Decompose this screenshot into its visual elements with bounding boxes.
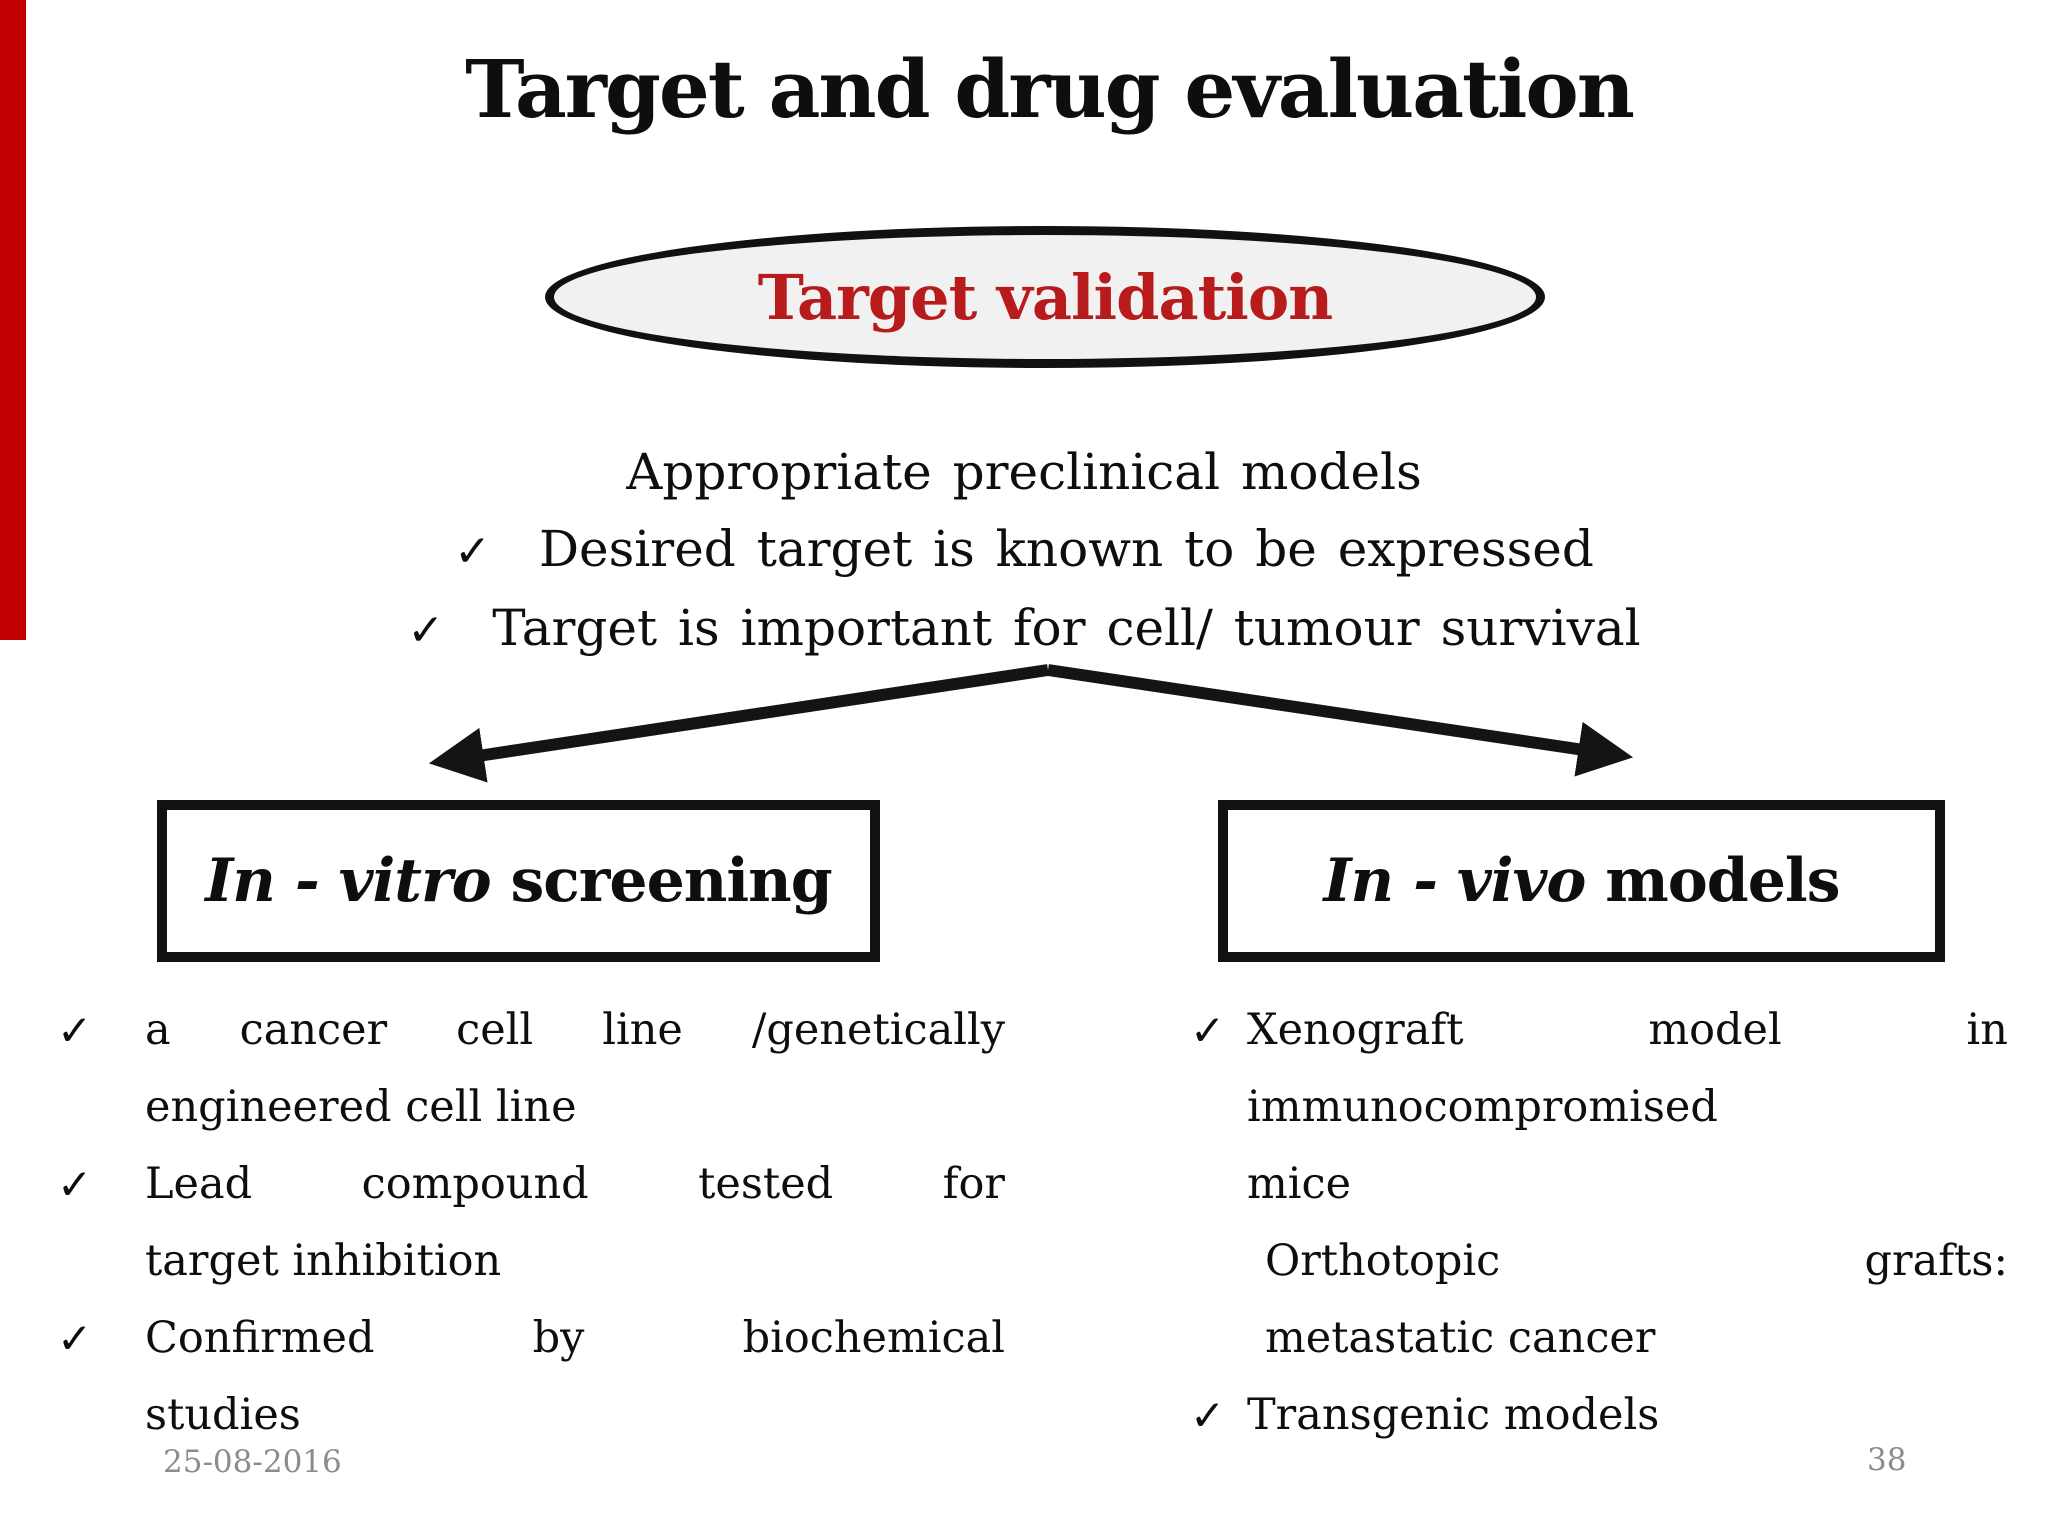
in-vitro-box-label: In - vitro screening	[205, 846, 833, 916]
list-item: ✓ Confirmed by biochemical studies	[57, 1300, 1005, 1454]
slide-title: Target and drug evaluation	[465, 42, 1635, 136]
left-accent-bar	[0, 0, 26, 640]
in-vivo-rest: models	[1585, 846, 1840, 916]
preclinical-heading: Appropriate preclinical models	[626, 443, 1422, 501]
list-item: ✓ a cancer cell line /genetically engine…	[57, 992, 1005, 1146]
checkmark-icon: ✓	[1190, 1006, 1226, 1055]
arrow-left	[428, 664, 1049, 783]
preclinical-bullet-text: Desired target is known to be expressed	[538, 520, 1594, 578]
list-item-text: Transgenic models	[1247, 1390, 1660, 1440]
list-item: ✓ Xenograft model in immunocompromised m…	[1190, 992, 2008, 1223]
in-vitro-box: In - vitro screening	[157, 800, 880, 962]
checkmark-icon: ✓	[57, 1314, 93, 1363]
checkmark-icon: ✓	[57, 1006, 93, 1055]
arrow-right	[1047, 664, 1634, 777]
list-item-text: Orthotopic grafts: metastatic cancer	[1265, 1236, 2008, 1363]
in-vitro-rest: screening	[490, 846, 832, 916]
slide-number: 38	[1867, 1442, 1907, 1478]
list-item-text: Confirmed by biochemical studies	[145, 1313, 1005, 1440]
checkmark-icon: ✓	[1190, 1391, 1226, 1440]
list-item: ✓ Transgenic models	[1190, 1377, 2008, 1454]
list-item-text: a cancer cell line /genetically engineer…	[145, 1005, 1005, 1132]
footer-date: 25-08-2016	[163, 1444, 342, 1480]
in-vivo-box: In - vivo models	[1218, 800, 1945, 962]
checkmark-icon: ✓	[57, 1160, 93, 1209]
in-vivo-box-label: In - vivo models	[1323, 846, 1840, 916]
list-item: ✓ Lead compound tested for target inhibi…	[57, 1146, 1005, 1300]
list-item: Orthotopic grafts: metastatic cancer	[1190, 1223, 2008, 1377]
preclinical-bullet: ✓ Target is important for cell/ tumour su…	[0, 590, 2048, 669]
preclinical-block: Appropriate preclinical models ✓ Desired …	[0, 434, 2048, 669]
list-item-text: Lead compound tested for target inhibiti…	[145, 1159, 1005, 1286]
list-item-text: Xenograft model in immunocompromised mic…	[1247, 1005, 2008, 1209]
in-vivo-bullet-list: ✓ Xenograft model in immunocompromised m…	[1190, 992, 2008, 1454]
in-vitro-bullet-list: ✓ a cancer cell line /genetically engine…	[57, 992, 1005, 1454]
preclinical-bullet-text: Target is important for cell/ tumour sur…	[492, 599, 1641, 657]
checkmark-icon: ✓	[407, 605, 445, 656]
target-validation-label: Target validation	[757, 260, 1334, 334]
in-vitro-italic: In - vitro	[205, 846, 491, 916]
target-validation-ellipse: Target validation	[545, 226, 1545, 368]
in-vivo-italic: In - vivo	[1323, 846, 1586, 916]
preclinical-bullet: ✓ Desired target is known to be expressed	[0, 511, 2048, 590]
checkmark-icon: ✓	[454, 526, 491, 577]
